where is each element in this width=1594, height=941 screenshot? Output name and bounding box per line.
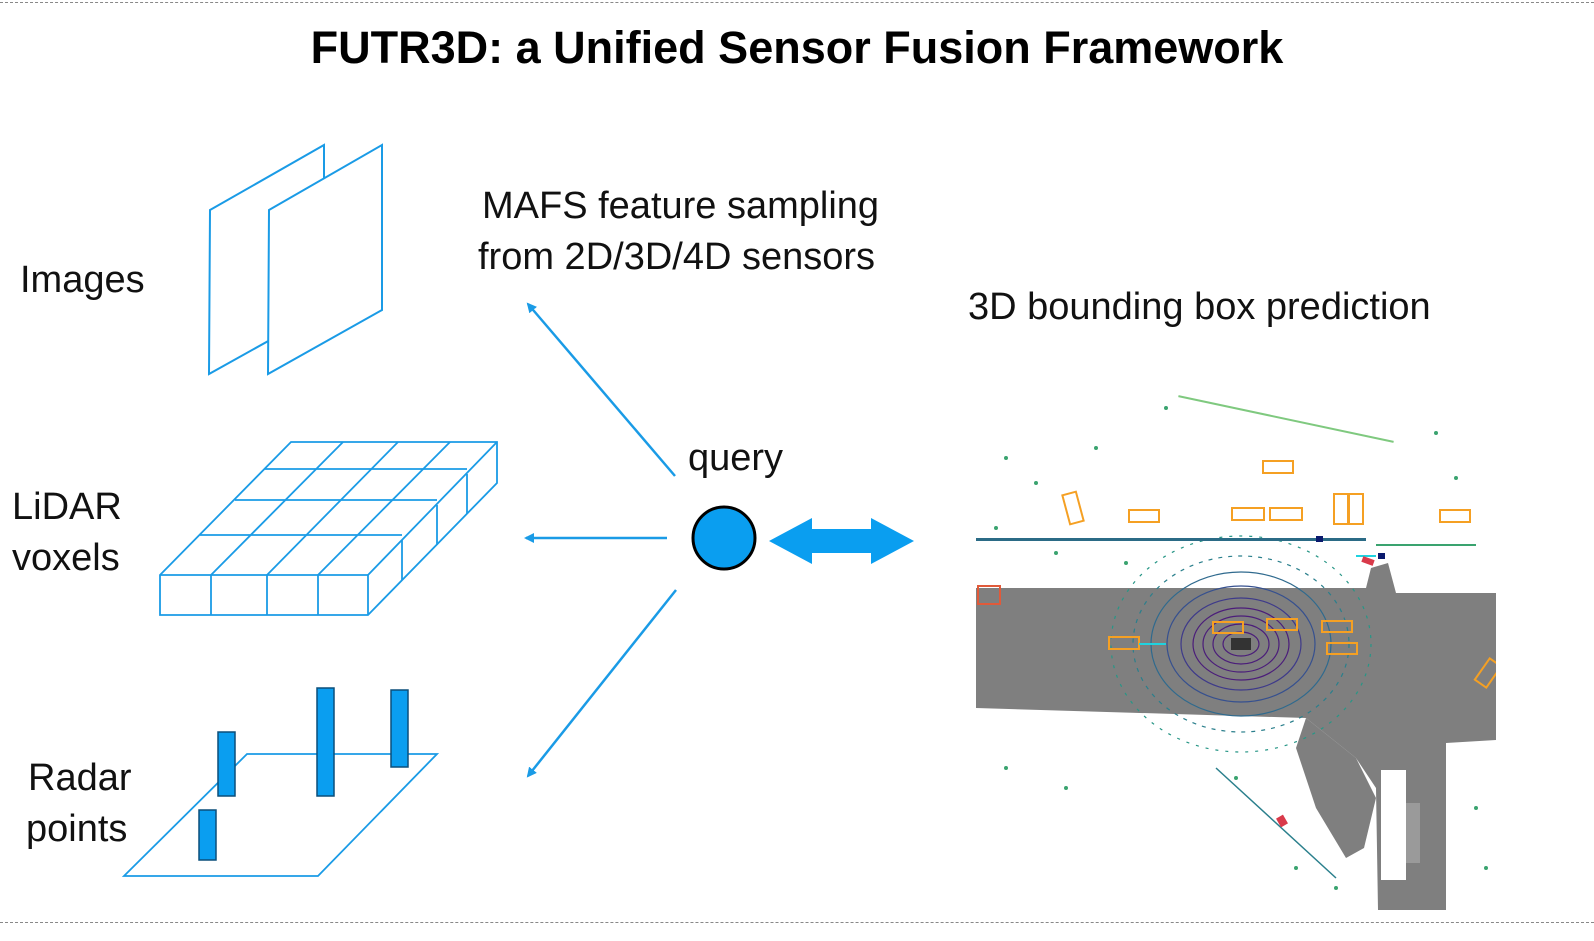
mafs-label-line2: from 2D/3D/4D sensors [478,236,876,278]
query-circle [691,505,757,571]
images-label: Images [20,259,145,301]
radar-points-icon [121,687,440,877]
radar-bar [198,809,217,861]
page-title: FUTR3D: a Unified Sensor Fusion Framewor… [310,22,1284,73]
point-cloud-scatter [976,395,1488,890]
lidar-label-line1: LiDAR [12,486,122,528]
radar-bar [217,731,236,797]
image-planes-icon [207,143,383,376]
lidar-label-line2: voxels [12,537,120,579]
bottom-dashed-border [0,922,1594,923]
output-label: 3D bounding box prediction [968,286,1431,328]
radar-label-line1: Radar [28,757,132,799]
predicted-boxes [977,460,1496,690]
query-label: query [688,437,784,479]
velocity-markers [1139,536,1385,828]
ego-vehicle [1231,638,1251,650]
road-area [976,563,1496,910]
arrow-to-radar [526,589,677,778]
mafs-label-line1: MAFS feature sampling [482,185,880,227]
top-dashed-border [0,2,1594,3]
radar-bar [390,689,409,768]
arrow-to-images [526,302,676,477]
lidar-voxel-grid-icon [159,441,498,616]
double-arrow-icon [769,518,914,564]
bev-prediction-scene [976,388,1496,910]
radar-bar [316,687,335,797]
radar-label-line2: points [26,808,128,850]
